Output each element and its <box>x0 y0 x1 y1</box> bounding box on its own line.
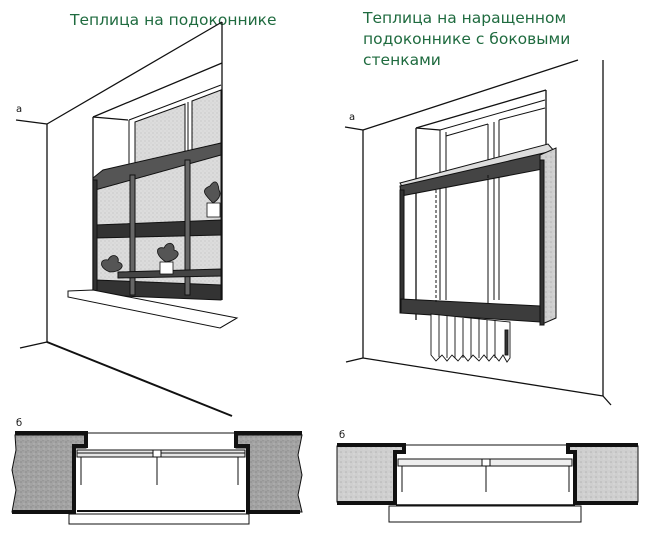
figure-right-title-line2: подоконнике с боковыми стенками <box>363 30 571 69</box>
right-view-b-label: б <box>339 430 346 441</box>
left-view-a-label: а <box>16 104 23 115</box>
left-window-sill <box>67 289 239 329</box>
left-view-b-label: б <box>16 418 23 429</box>
radiator <box>430 313 511 363</box>
right-greenhouse <box>399 143 557 326</box>
figure-left-title: Теплица на подоконнике <box>70 11 277 29</box>
right-window <box>439 99 546 300</box>
right-plan-section <box>336 443 639 523</box>
figure-right-title-line1: Теплица на наращенном <box>363 9 567 27</box>
left-plan-section <box>11 431 303 525</box>
right-view-a-label: а <box>349 112 356 123</box>
figure-right-title: Теплица на наращенном подоконнике с боко… <box>363 8 651 71</box>
left-room-view <box>15 21 233 417</box>
plant-icons-left <box>101 181 221 275</box>
left-greenhouse <box>92 142 222 301</box>
right-room-view <box>344 59 612 406</box>
